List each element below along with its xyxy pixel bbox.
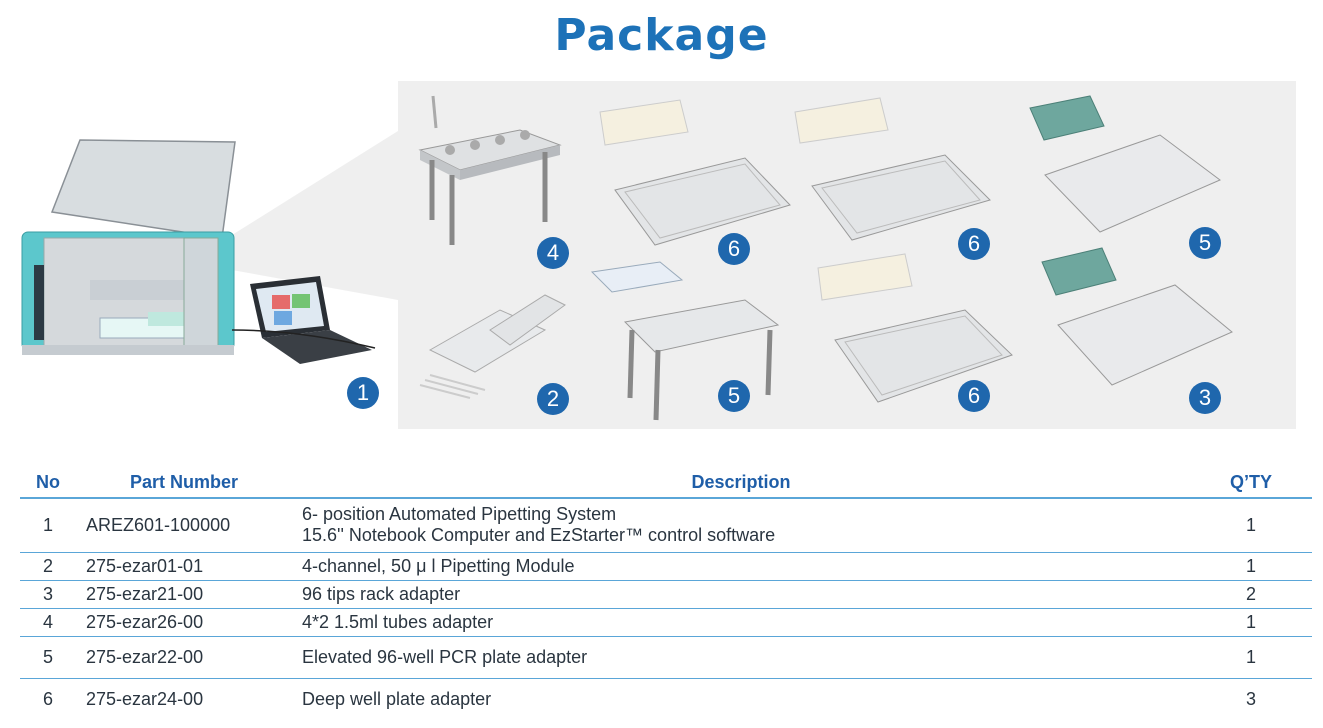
row-no: 2 bbox=[20, 552, 76, 581]
row-no: 6 bbox=[42, 688, 53, 709]
item-badge-6-a: 6 bbox=[718, 233, 750, 265]
row-description: 6- position Automated Pipetting System 1… bbox=[292, 498, 1190, 553]
item-badge-6-b: 6 bbox=[958, 228, 990, 260]
row-qty: 2 bbox=[1190, 580, 1312, 609]
row-description: 4-channel, 50 μ l Pipetting Module bbox=[292, 552, 1190, 581]
description-line: 15.6'' Notebook Computer and EzStarter™ … bbox=[302, 525, 776, 546]
row-part-number: 275-ezar01-01 bbox=[76, 552, 292, 581]
deep-well-plate-image bbox=[599, 99, 791, 246]
header-description: Description bbox=[292, 468, 1190, 499]
page-title: Package bbox=[554, 10, 769, 61]
item-badge-3: 3 bbox=[1189, 382, 1221, 414]
item-badge-2: 2 bbox=[537, 383, 569, 415]
table-row: 4 275-ezar26-00 4*2 1.5ml tubes adapter … bbox=[20, 608, 1312, 637]
item-badge-5-pcr: 5 bbox=[718, 380, 750, 412]
item-badge-6-c: 6 bbox=[958, 380, 990, 412]
header-no: No bbox=[20, 468, 76, 499]
tips-rack-adapter-image bbox=[1029, 95, 1221, 233]
row-part-number: 275-ezar24-00 bbox=[86, 688, 204, 709]
row-no: 3 bbox=[20, 580, 76, 609]
row-description: Deep well plate adapter bbox=[302, 688, 492, 709]
table-row: 5 275-ezar22-00 Elevated 96-well PCR pla… bbox=[20, 636, 1312, 679]
parts-table: No Part Number Description Q’TY 1 AREZ60… bbox=[20, 468, 1312, 720]
row-qty: 1 bbox=[1190, 608, 1312, 637]
header-qty: Q’TY bbox=[1190, 468, 1312, 499]
table-row: 2 275-ezar01-01 4-channel, 50 μ l Pipett… bbox=[20, 552, 1312, 581]
deep-well-plate-image-2 bbox=[794, 97, 991, 241]
item-badge-4: 4 bbox=[537, 237, 569, 269]
row-part-number: 275-ezar22-00 bbox=[76, 636, 292, 679]
row-part-number: AREZ601-100000 bbox=[76, 498, 292, 553]
row-no: 5 bbox=[20, 636, 76, 679]
product-illustrations bbox=[21, 95, 1233, 421]
item-badge-5-tips: 5 bbox=[1189, 227, 1221, 259]
table-row: 1 AREZ601-100000 6- position Automated P… bbox=[20, 498, 1312, 553]
item-badge-1: 1 bbox=[347, 377, 379, 409]
deep-well-plate-image-3 bbox=[817, 253, 1013, 403]
table-row: 3 275-ezar21-00 96 tips rack adapter 2 bbox=[20, 580, 1312, 609]
tips-rack-adapter-image-2 bbox=[1041, 247, 1233, 386]
row-qty: 1 bbox=[1190, 498, 1312, 553]
row-description: 96 tips rack adapter bbox=[292, 580, 1190, 609]
header-part-number: Part Number bbox=[76, 468, 292, 499]
row-qty: 1 bbox=[1190, 552, 1312, 581]
row-part-number: 275-ezar26-00 bbox=[76, 608, 292, 637]
row-qty: 3 bbox=[1245, 688, 1256, 709]
row-no: 1 bbox=[20, 498, 76, 553]
pcr-plate-adapter-image bbox=[590, 261, 780, 421]
laptop-image bbox=[231, 276, 376, 364]
row-part-number: 275-ezar21-00 bbox=[76, 580, 292, 609]
row-description: Elevated 96-well PCR plate adapter bbox=[292, 636, 1190, 679]
table-row: 6 275-ezar24-00 Deep well plate adapter … bbox=[20, 678, 1312, 720]
row-qty: 1 bbox=[1190, 636, 1312, 679]
table-header-row: No Part Number Description Q’TY bbox=[20, 468, 1312, 499]
pipetting-module-image bbox=[419, 294, 566, 399]
tubes-adapter-image bbox=[418, 95, 562, 245]
description-line: 6- position Automated Pipetting System bbox=[302, 504, 617, 525]
row-no: 4 bbox=[20, 608, 76, 637]
pipetting-system-image bbox=[21, 139, 236, 355]
row-description: 4*2 1.5ml tubes adapter bbox=[292, 608, 1190, 637]
